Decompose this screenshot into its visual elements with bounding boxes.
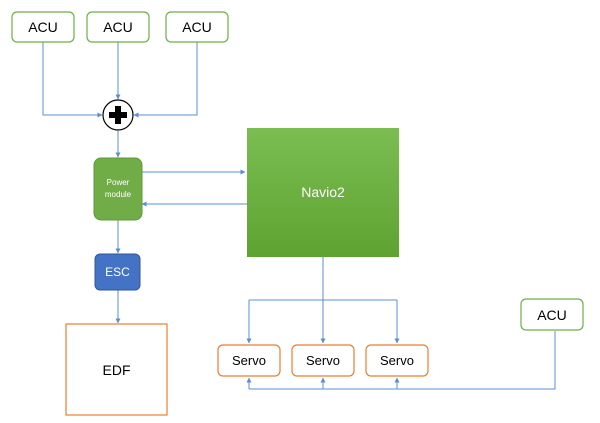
servo-label-1: Servo <box>232 353 266 368</box>
servo-box-3: Servo <box>365 344 429 377</box>
connector-acu1-sum <box>42 42 103 118</box>
connector-acu4-rail <box>249 331 556 390</box>
acu-box-2: ACU <box>86 11 150 43</box>
servo-label-2: Servo <box>306 353 340 368</box>
navio2-label: Navio2 <box>301 184 345 200</box>
esc-label: ESC <box>105 265 130 279</box>
acu-box-3: ACU <box>165 11 229 43</box>
acu-label-2: ACU <box>103 19 133 35</box>
power-module-label-line1: Power <box>107 178 130 187</box>
servo-box-2: Servo <box>291 344 355 377</box>
acu-label-4: ACU <box>537 307 567 323</box>
servo-label-3: Servo <box>380 353 414 368</box>
acu-label-1: ACU <box>28 19 58 35</box>
connectors <box>42 42 556 390</box>
power-module-box: Power module <box>93 157 143 221</box>
acu-box-4: ACU <box>520 298 584 331</box>
acu-label-3: ACU <box>182 19 212 35</box>
plus-circle-icon <box>102 99 134 131</box>
esc-box: ESC <box>94 253 141 291</box>
power-module-label-line2: module <box>105 190 132 199</box>
acu-box-1: ACU <box>11 11 75 43</box>
connector-acu3-sum <box>133 42 198 118</box>
navio2-box: Navio2 <box>247 128 399 257</box>
edf-label: EDF <box>103 362 131 378</box>
servo-box-1: Servo <box>217 344 281 377</box>
edf-box: EDF <box>65 323 168 416</box>
